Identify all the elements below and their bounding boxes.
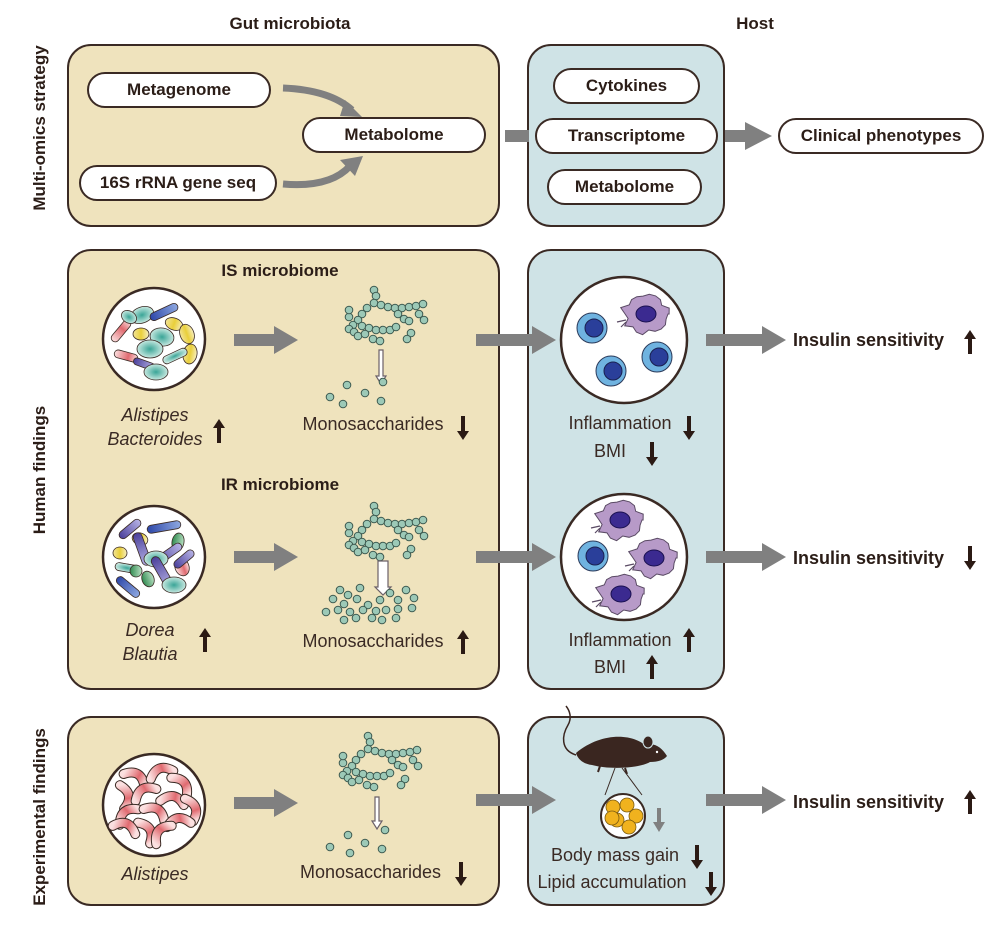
is-microbiome-bacteria-icon [110, 302, 198, 381]
is-microbiome-title: IS microbiome [221, 261, 339, 280]
macrophage-icon [616, 293, 670, 336]
flow-arrow-host-to-outcome [706, 326, 786, 354]
up-arrow-icon [683, 628, 695, 652]
curved-arrow-16s [282, 163, 353, 189]
taxa-name: Alistipes [121, 405, 189, 425]
pill-transcriptome: Transcriptome [535, 118, 718, 154]
flow-arrow-host-to-outcome [706, 543, 786, 571]
pill-clinical-phenotypes: Clinical phenotypes [778, 118, 984, 154]
flow-arrow-host-to-outcome [706, 786, 786, 814]
is-polysaccharide-chain [344, 285, 429, 346]
column-header-host: Host [736, 14, 774, 33]
exp-taxa-label: Alistipes [100, 862, 210, 886]
pill-cytokines: Cytokines [553, 68, 700, 104]
ir-inflammation-label: Inflammation [568, 630, 672, 650]
is-taxa-label: Alistipes Bacteroides [100, 403, 210, 451]
is-outcome-insulin-sensitivity: Insulin sensitivity [793, 330, 945, 350]
pill-16s-rrna: 16S rRNA gene seq [79, 165, 277, 201]
down-arrow-icon [691, 845, 703, 869]
lymphocyte-icon [595, 355, 627, 387]
arrowhead [340, 156, 363, 176]
pill-metagenome: Metagenome [87, 72, 271, 108]
ir-polysaccharide-chain [344, 501, 429, 562]
degradation-arrow-icon [370, 796, 384, 831]
flow-arrow [505, 122, 772, 150]
macrophage-icon [590, 499, 644, 542]
pill-host-metabolome: Metabolome [547, 169, 702, 205]
lymphocyte-icon [577, 540, 609, 572]
up-arrow-icon [964, 790, 976, 814]
taxa-name: Dorea [125, 620, 175, 640]
ir-immune-cell-circle [559, 492, 689, 622]
up-arrow-icon [646, 655, 658, 679]
down-arrow-icon [646, 442, 658, 466]
taxa-name: Alistipes [121, 864, 189, 884]
macrophage-icon [591, 573, 645, 616]
exp-body-mass-label: Body mass gain [550, 845, 680, 865]
down-arrow-icon [455, 862, 467, 886]
taxa-name: Blautia [122, 644, 178, 664]
exp-monosaccharides-label: Monosaccharides [299, 862, 442, 882]
is-monosaccharides-few [325, 377, 388, 409]
down-arrow-icon [653, 808, 665, 832]
down-arrow-icon [457, 416, 469, 440]
taxa-name: Bacteroides [107, 429, 203, 449]
exp-outcome-insulin-sensitivity: Insulin sensitivity [793, 792, 945, 812]
flow-arrow-microbe-to-polysaccharide [234, 789, 298, 817]
ir-monosaccharides-label: Monosaccharides [302, 631, 444, 651]
up-arrow-icon [199, 628, 211, 652]
ir-microbiome-bacteria-icon [112, 518, 195, 598]
lymphocyte-icon [641, 341, 673, 373]
flow-arrow-gut-to-host [476, 543, 556, 571]
exp-monosaccharides-few [325, 825, 390, 858]
alistipes-bacteria-icon [107, 762, 202, 850]
ir-outcome-insulin-sensitivity: Insulin sensitivity [793, 548, 945, 568]
ir-bmi-label: BMI [593, 657, 626, 677]
is-inflammation-label: Inflammation [568, 413, 672, 433]
is-monosaccharides-label: Monosaccharides [302, 414, 444, 434]
lymphocyte-icon [576, 312, 608, 344]
down-arrow-icon [705, 872, 717, 896]
macrophage-icon [624, 537, 678, 580]
is-bmi-label: BMI [593, 441, 626, 461]
exp-polysaccharide-chain [338, 731, 423, 792]
up-arrow-icon [213, 419, 225, 443]
ir-monosaccharides-many [321, 583, 419, 625]
pill-gut-metabolome: Metabolome [302, 117, 486, 153]
ir-microbiome-title: IR microbiome [220, 475, 340, 494]
down-arrow-icon [964, 546, 976, 570]
adipose-tissue-icon [600, 767, 646, 839]
ir-taxa-label: Dorea Blautia [110, 618, 190, 666]
up-arrow-icon [457, 630, 469, 654]
column-header-gut-microbiota: Gut microbiota [229, 14, 351, 33]
flow-arrow-gut-to-host [476, 786, 556, 814]
flow-arrow-microbe-to-polysaccharide [234, 326, 298, 354]
exp-lipid-label: Lipid accumulation [537, 872, 687, 892]
arrowhead [340, 100, 362, 117]
up-arrow-icon [964, 330, 976, 354]
flow-arrow-gut-to-host [476, 326, 556, 354]
mouse-icon [562, 705, 667, 775]
flow-arrow-microbe-to-polysaccharide [234, 543, 298, 571]
down-arrow-icon [683, 416, 695, 440]
